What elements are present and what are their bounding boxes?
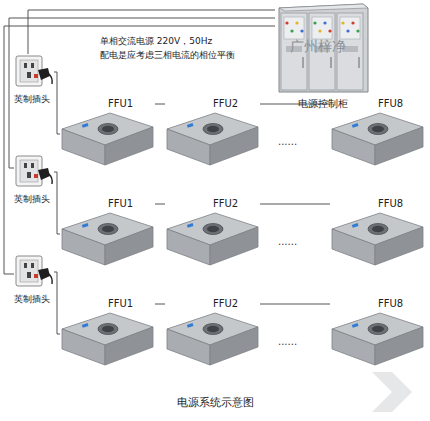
ffu-unit: FFU2 <box>165 198 260 269</box>
power-wire <box>28 10 275 54</box>
plug-socket: 英制插头 <box>14 254 54 305</box>
ffu-figure <box>330 311 425 369</box>
ffu-figure <box>165 111 260 169</box>
note-text: 配电是应考虑三相电流的相位平衡 <box>100 50 235 61</box>
node-label: FFU8 <box>330 98 425 111</box>
power-wire <box>260 304 330 305</box>
power-wire <box>54 172 60 234</box>
power-cabinet: 电源控制柜 <box>275 2 370 110</box>
node-label: FFU1 <box>60 298 155 311</box>
plug-socket: 英制插头 <box>14 154 54 205</box>
ffu-unit: FFU1 <box>60 298 155 369</box>
power-wire <box>54 72 60 134</box>
power-wire <box>155 204 165 205</box>
ffu-figure <box>165 311 260 369</box>
node-label: FFU8 <box>330 198 425 211</box>
node-label: FFU8 <box>330 298 425 311</box>
node-label: 英制插头 <box>14 294 54 305</box>
corner-chevron <box>372 372 412 412</box>
ellipsis: ...... <box>278 136 297 148</box>
ellipsis: ...... <box>278 236 297 248</box>
watermark: 广州梓净 <box>290 38 346 55</box>
ffu-figure <box>60 111 155 169</box>
note-text: 单相交流电源 220V，50Hz <box>100 36 212 47</box>
ffu-unit: FFU2 <box>165 298 260 369</box>
caption: 电源系统示意图 <box>177 396 254 409</box>
ellipsis: ...... <box>278 336 297 348</box>
ffu-figure <box>330 111 425 169</box>
plug-figure <box>14 54 54 90</box>
ffu-unit: FFU2 <box>165 98 260 169</box>
node-label: 英制插头 <box>14 94 54 105</box>
node-label: 英制插头 <box>14 194 54 205</box>
power-wire <box>260 204 330 205</box>
ffu-unit: FFU1 <box>60 198 155 269</box>
ffu-figure <box>60 311 155 369</box>
power-wire <box>4 26 275 274</box>
ffu-figure <box>165 211 260 269</box>
node-label: FFU2 <box>165 298 260 311</box>
power-wire <box>155 304 165 305</box>
ffu-unit: FFU8 <box>330 298 425 369</box>
ffu-figure <box>60 211 155 269</box>
plug-figure <box>14 254 54 290</box>
ffu-figure <box>330 211 425 269</box>
power-wire <box>155 104 165 105</box>
ffu-unit: FFU8 <box>330 98 425 169</box>
node-label: FFU1 <box>60 98 155 111</box>
node-label: FFU1 <box>60 198 155 211</box>
plug-socket: 英制插头 <box>14 54 54 105</box>
ffu-unit: FFU8 <box>330 198 425 269</box>
ffu-unit: FFU1 <box>60 98 155 169</box>
node-label: FFU2 <box>165 98 260 111</box>
power-wire <box>54 272 60 334</box>
node-label: 电源控制柜 <box>275 98 370 110</box>
power-wire <box>9 18 275 168</box>
node-label: FFU2 <box>165 198 260 211</box>
plug-figure <box>14 154 54 190</box>
